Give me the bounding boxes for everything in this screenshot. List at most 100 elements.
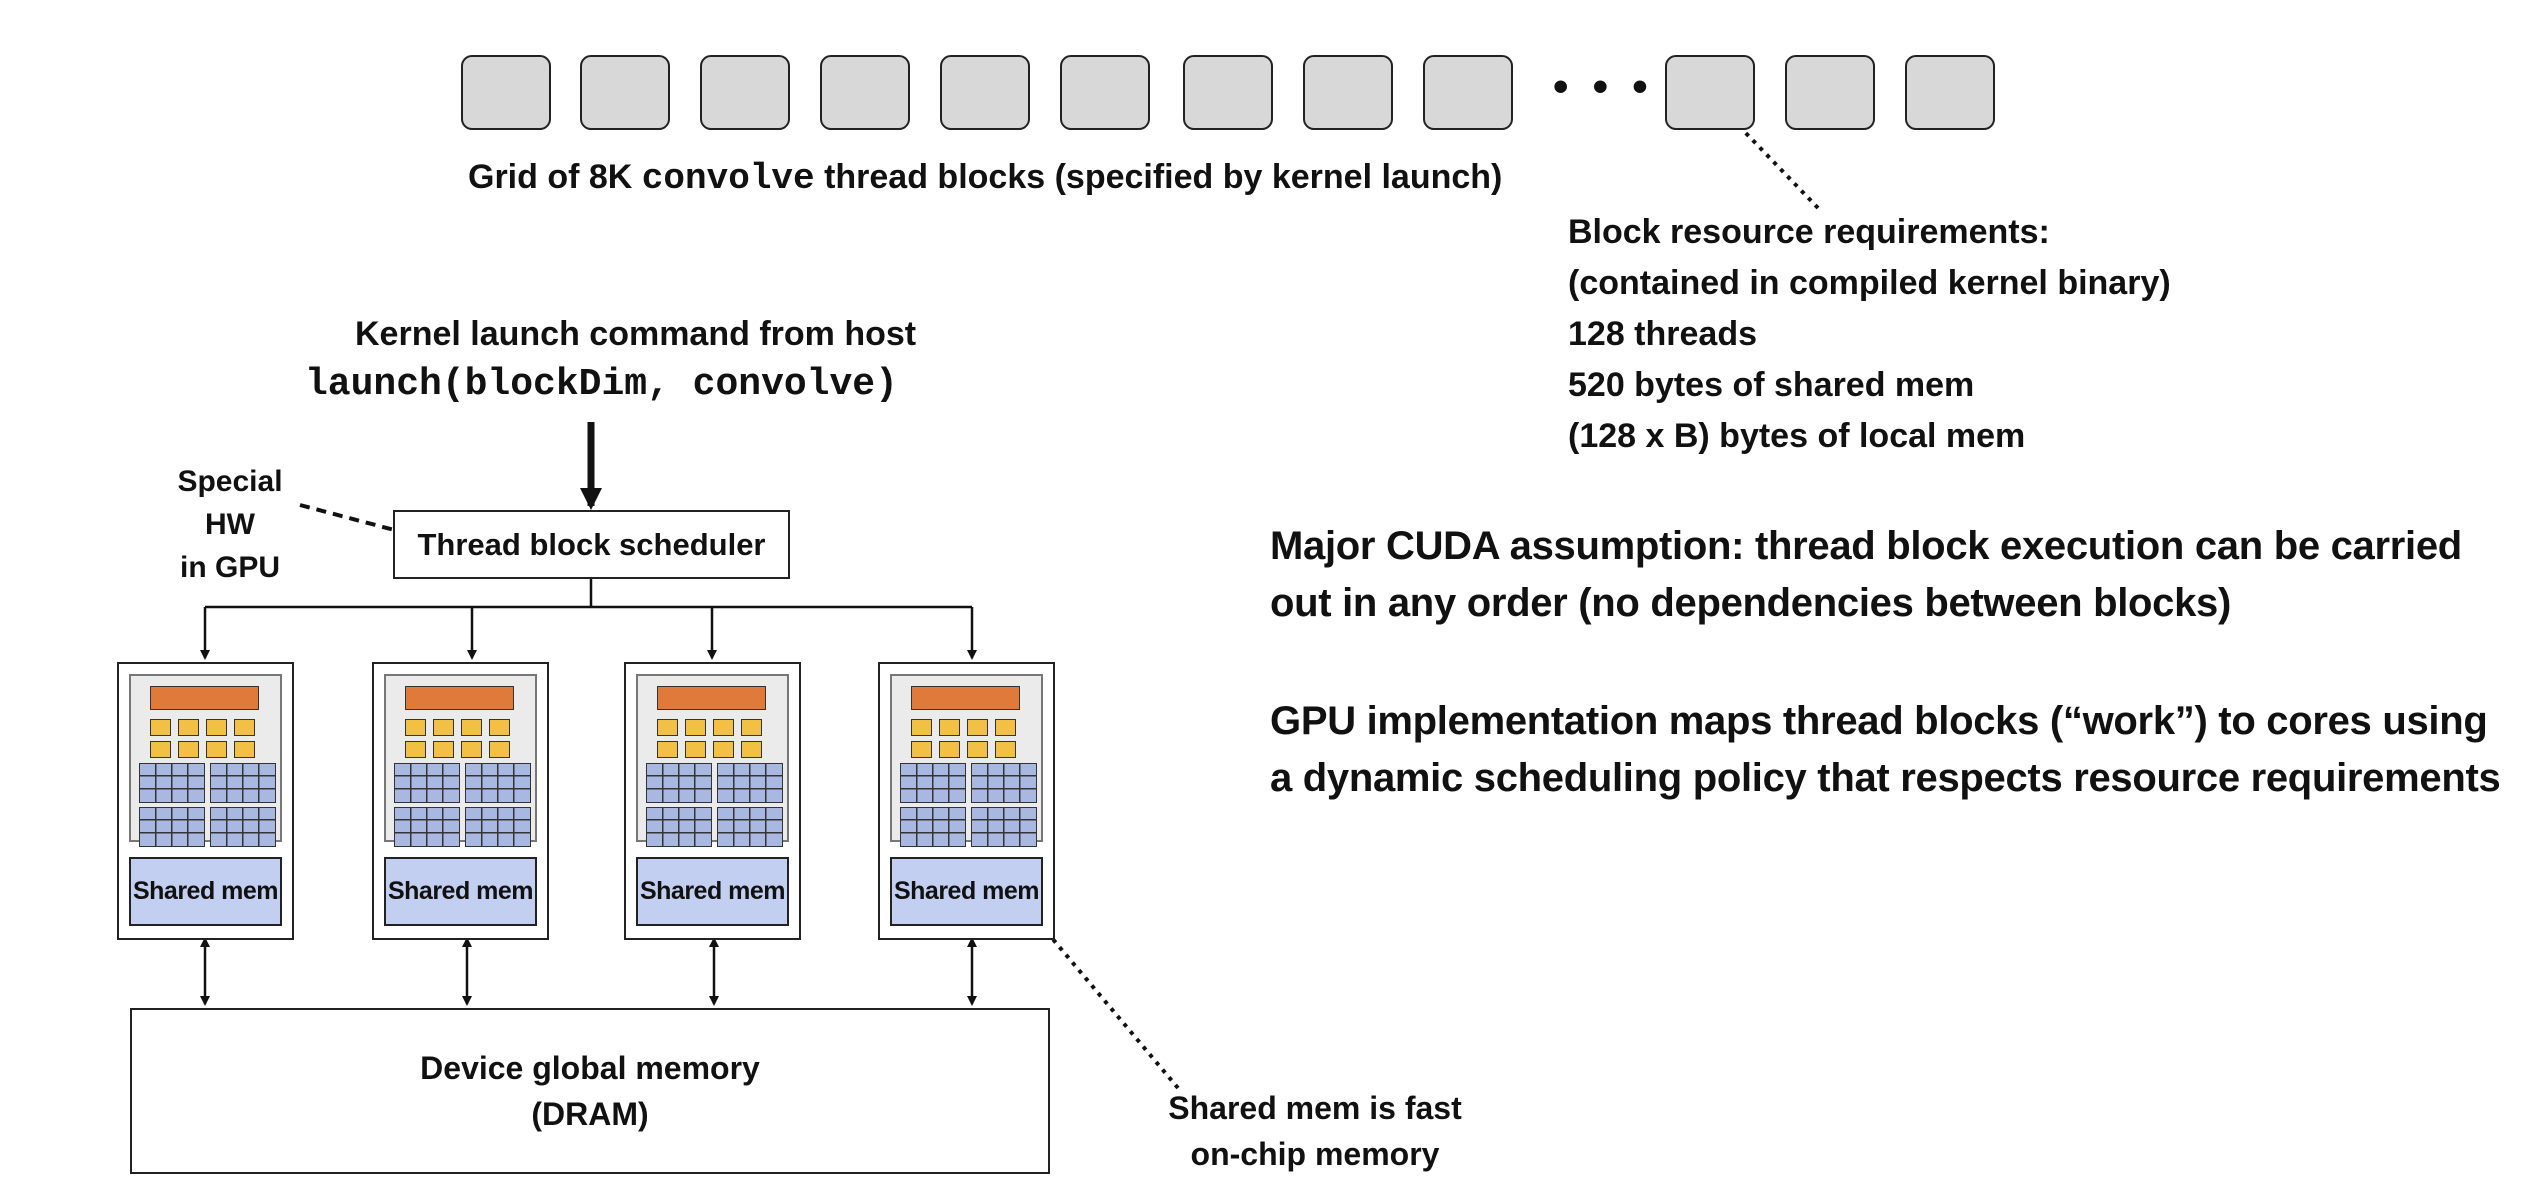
thread-block <box>1785 55 1875 130</box>
alu-grid <box>394 807 460 847</box>
special-hw-label: Special HW in GPU <box>155 460 305 589</box>
requirements-line: (128 x B) bytes of local mem <box>1568 417 2026 455</box>
shared-mem-note: Shared mem is fast on-chip memory <box>1150 1085 1480 1177</box>
requirements-line: 520 bytes of shared mem <box>1568 366 1975 404</box>
special-hw-arrow <box>299 503 435 545</box>
shared-mem-label: Shared mem <box>639 877 786 905</box>
execution-context-unit <box>741 719 762 736</box>
alu-grid <box>394 763 460 803</box>
alu-grid <box>210 763 276 803</box>
alu-grid <box>717 807 783 847</box>
global-memory-line: Device global memory <box>420 1050 760 1086</box>
execution-context-unit <box>405 719 426 736</box>
core-execution-units <box>890 674 1043 847</box>
alu-grid <box>646 807 712 847</box>
execution-context-unit <box>178 741 199 758</box>
alu-grid <box>971 807 1037 847</box>
alu-grid <box>210 807 276 847</box>
launch-title: Kernel launch command from host <box>355 315 917 353</box>
execution-context-unit <box>713 741 734 758</box>
shared-mem: Shared mem <box>384 857 537 926</box>
thread-block-scheduler: Thread block scheduler <box>393 510 790 579</box>
core-execution-units <box>129 674 282 847</box>
execution-context-unit <box>995 719 1016 736</box>
global-memory-line: (DRAM) <box>531 1096 649 1132</box>
requirements-line: 128 threads <box>1568 315 1757 353</box>
execution-context-unit <box>405 741 426 758</box>
execution-context-unit <box>433 741 454 758</box>
grid-caption: Grid of 8K convolve thread blocks (speci… <box>468 158 1502 199</box>
execution-context-unit <box>911 741 932 758</box>
execution-context-unit <box>685 741 706 758</box>
block-requirements: Block resource requirements: (contained … <box>1568 207 2171 462</box>
execution-context-unit <box>939 741 960 758</box>
thread-block <box>1905 55 1995 130</box>
execution-context-unit <box>461 741 482 758</box>
execution-context-unit <box>178 719 199 736</box>
execution-context-unit <box>206 741 227 758</box>
shared-mem-label: Shared mem <box>387 877 534 905</box>
execution-context-unit <box>939 719 960 736</box>
thread-block <box>1060 55 1150 130</box>
execution-context-unit <box>995 741 1016 758</box>
thread-block <box>461 55 551 130</box>
launch-call: launch(blockDim, convolve) <box>305 363 898 406</box>
thread-block <box>1303 55 1393 130</box>
gpu-core: Shared mem <box>117 662 294 940</box>
shared-note-arrow <box>1028 909 1180 1090</box>
execution-context-unit <box>234 719 255 736</box>
thread-block <box>580 55 670 130</box>
alu-grid <box>465 807 531 847</box>
execution-context-unit <box>713 719 734 736</box>
execution-context-unit <box>150 741 171 758</box>
execution-context-unit <box>967 741 988 758</box>
alu-grid <box>139 807 205 847</box>
shared-mem: Shared mem <box>636 857 789 926</box>
grid-caption-prefix: Grid of 8K <box>468 158 642 196</box>
alu-grid <box>646 763 712 803</box>
shared-mem: Shared mem <box>890 857 1043 926</box>
thread-block <box>1423 55 1513 130</box>
thread-block <box>940 55 1030 130</box>
execution-context-unit <box>489 741 510 758</box>
execution-context-unit <box>741 741 762 758</box>
execution-context-unit <box>967 719 988 736</box>
alu-grid <box>465 763 531 803</box>
execution-context-unit <box>657 741 678 758</box>
thread-block <box>1183 55 1273 130</box>
execution-context-unit <box>657 719 678 736</box>
execution-context-unit <box>433 719 454 736</box>
thread-block <box>820 55 910 130</box>
execution-context-unit <box>150 719 171 736</box>
fetch-decode-unit <box>911 686 1020 710</box>
fetch-decode-unit <box>150 686 259 710</box>
fetch-decode-unit <box>405 686 514 710</box>
requirements-line: (contained in compiled kernel binary) <box>1568 264 2171 302</box>
grid-caption-code: convolve <box>641 158 815 199</box>
thread-block <box>700 55 790 130</box>
alu-grid <box>139 763 205 803</box>
gpu-core: Shared mem <box>878 662 1055 940</box>
gpu-implementation-note: GPU implementation maps thread blocks (“… <box>1270 699 2501 800</box>
grid-ellipsis: • • • <box>1553 62 1654 111</box>
shared-note-line: on-chip memory <box>1190 1136 1440 1172</box>
alu-grid <box>971 763 1037 803</box>
execution-context-unit <box>489 719 510 736</box>
execution-context-unit <box>461 719 482 736</box>
cuda-assumption-note: Major CUDA assumption: thread block exec… <box>1270 524 2462 625</box>
shared-mem-label: Shared mem <box>132 877 279 905</box>
gpu-core: Shared mem <box>372 662 549 940</box>
alu-grid <box>900 763 966 803</box>
execution-context-unit <box>685 719 706 736</box>
execution-context-unit <box>206 719 227 736</box>
grid-caption-suffix: thread blocks (specified by kernel launc… <box>814 158 1503 196</box>
execution-context-unit <box>234 741 255 758</box>
requirements-line: Block resource requirements: <box>1568 213 2050 251</box>
execution-context-unit <box>911 719 932 736</box>
fetch-decode-unit <box>657 686 766 710</box>
shared-note-line: Shared mem is fast <box>1168 1090 1462 1126</box>
core-execution-units <box>636 674 789 847</box>
shared-mem-label: Shared mem <box>893 877 1040 905</box>
core-execution-units <box>384 674 537 847</box>
